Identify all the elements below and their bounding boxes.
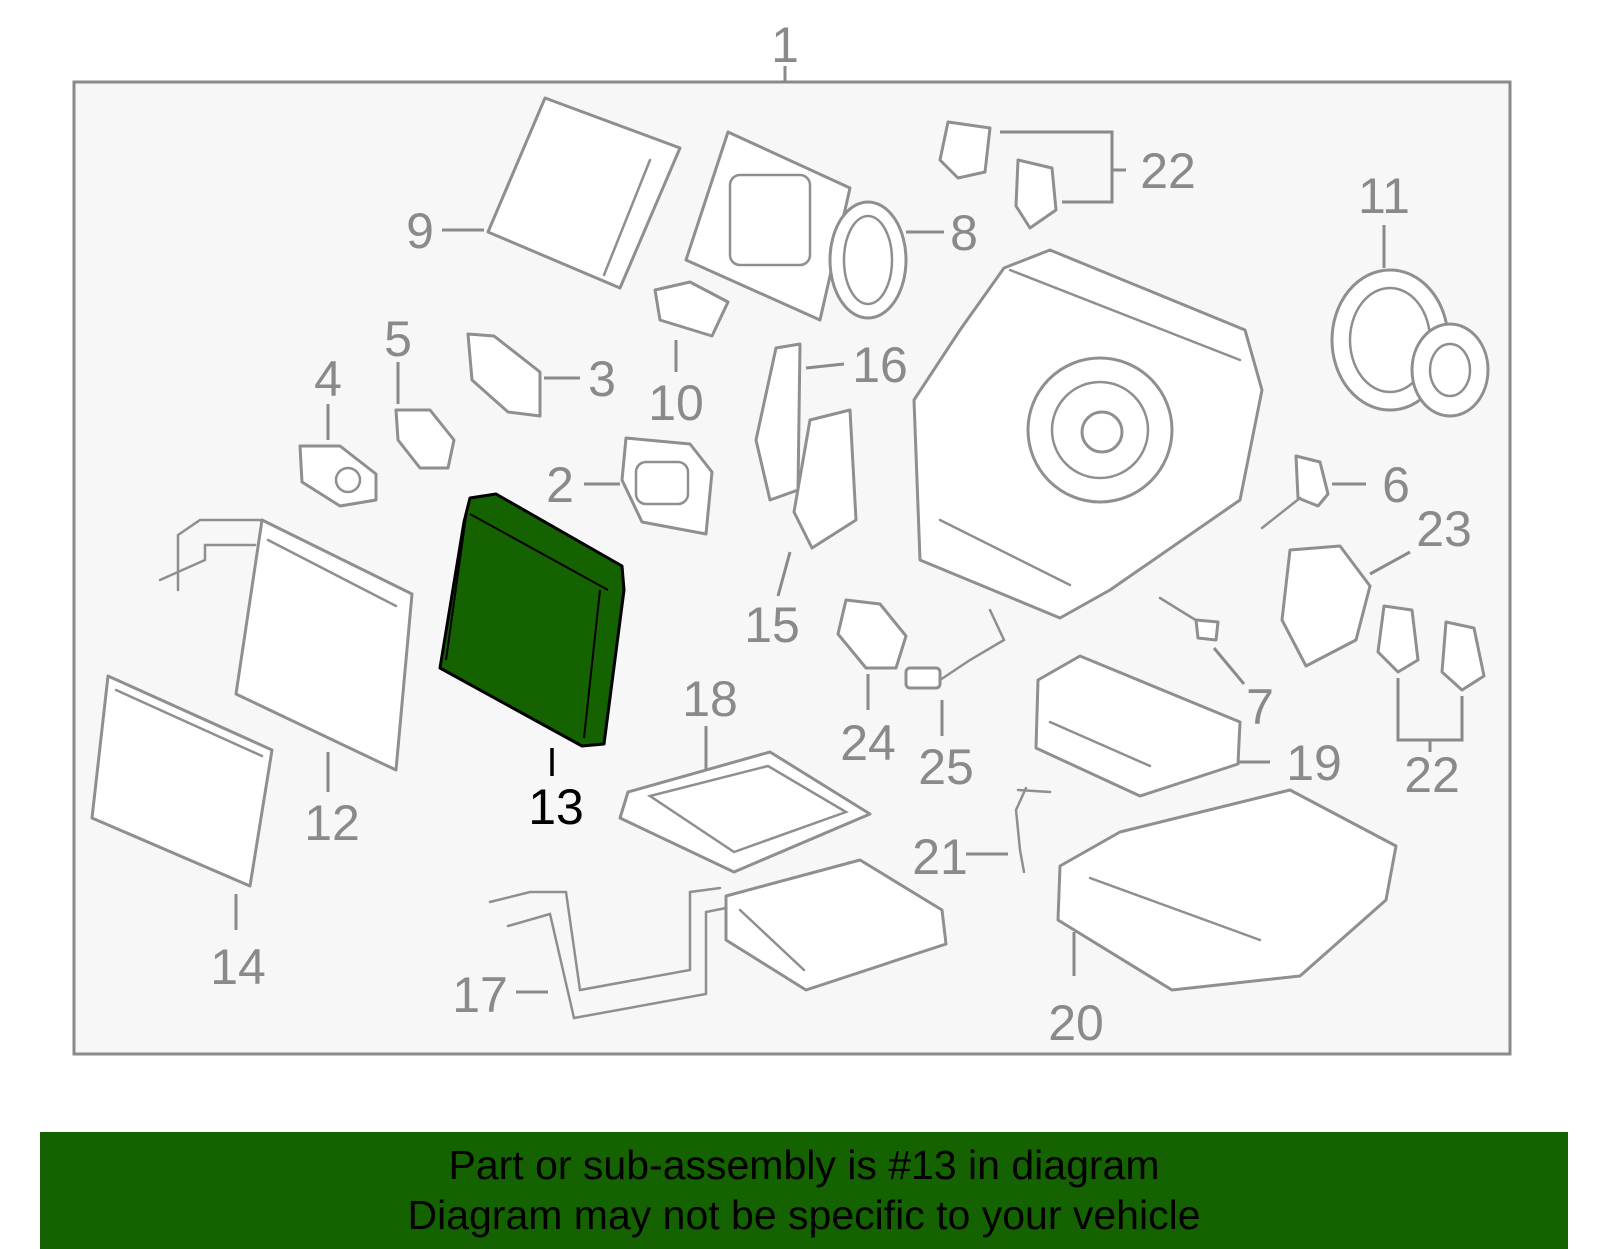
callout-3[interactable]: 3 [588,351,616,407]
part-12-core[interactable] [158,518,414,772]
hvac-case[interactable] [912,248,1264,620]
part-2-vent[interactable] [620,436,714,536]
callout-17[interactable]: 17 [452,967,508,1023]
callout-22-bottom[interactable]: 22 [1404,747,1460,803]
part-24-motor[interactable] [836,598,908,670]
part-6-sensor[interactable] [1260,454,1330,530]
part-23-actuator[interactable] [1280,544,1372,668]
callout-24[interactable]: 24 [840,715,896,771]
callout-15[interactable]: 15 [744,597,800,653]
part-21-drain-hose[interactable] [1014,786,1052,874]
callout-12[interactable]: 12 [304,795,360,851]
part-5-actuator[interactable] [394,408,456,470]
callout-18[interactable]: 18 [682,671,738,727]
banner-line-1: Part or sub-assembly is #13 in diagram [448,1142,1160,1188]
callout-10[interactable]: 10 [648,375,704,431]
part-10-resistor[interactable] [653,280,730,338]
callout-9[interactable]: 9 [406,203,434,259]
part-19-door[interactable] [1034,654,1242,798]
callout-20[interactable]: 20 [1048,995,1104,1051]
part-16-module[interactable] [754,342,802,502]
part-8-blower-inlet[interactable] [684,130,908,322]
parts-diagram: 1 9 8 10 22 11 [72,17,1512,1056]
part-3-bracket[interactable] [466,332,542,418]
info-banner: Part or sub-assembly is #13 in diagram D… [40,1132,1568,1249]
callout-22-top[interactable]: 22 [1140,143,1196,199]
callout-23[interactable]: 23 [1416,501,1472,557]
part-20-lower-case[interactable] [1056,788,1398,992]
callout-14[interactable]: 14 [210,939,266,995]
callout-21[interactable]: 21 [912,829,968,885]
callout-5[interactable]: 5 [384,311,412,367]
part-18-tray[interactable] [618,750,872,874]
callout-25[interactable]: 25 [918,739,974,795]
callout-11[interactable]: 11 [1358,168,1410,224]
callout-16[interactable]: 16 [852,337,908,393]
part-11-blower-motor[interactable] [1330,268,1490,418]
banner-line-2: Diagram may not be specific to your vehi… [407,1192,1201,1238]
callout-13[interactable]: 13 [528,779,584,835]
part-22-actuator-bottom[interactable] [1376,604,1486,692]
part-7-sensor[interactable] [1158,596,1220,642]
part-17-heater-core[interactable] [488,858,948,1020]
callout-19[interactable]: 19 [1286,735,1342,791]
part-4-expansion-valve[interactable] [298,444,378,508]
part-22-actuator-top[interactable] [938,120,1058,230]
callout-4[interactable]: 4 [314,351,342,407]
callout-6[interactable]: 6 [1382,457,1410,513]
part-15-module[interactable] [792,408,858,550]
part-14-filter-frame[interactable] [90,674,274,888]
callout-8[interactable]: 8 [950,205,978,261]
part-9-cabin-filter[interactable] [486,96,682,290]
callout-7[interactable]: 7 [1246,679,1274,735]
part-25-harness[interactable] [904,608,1006,690]
part-13-evaporator[interactable] [438,492,626,748]
callout-2[interactable]: 2 [546,457,574,513]
callout-1[interactable]: 1 [771,17,799,73]
